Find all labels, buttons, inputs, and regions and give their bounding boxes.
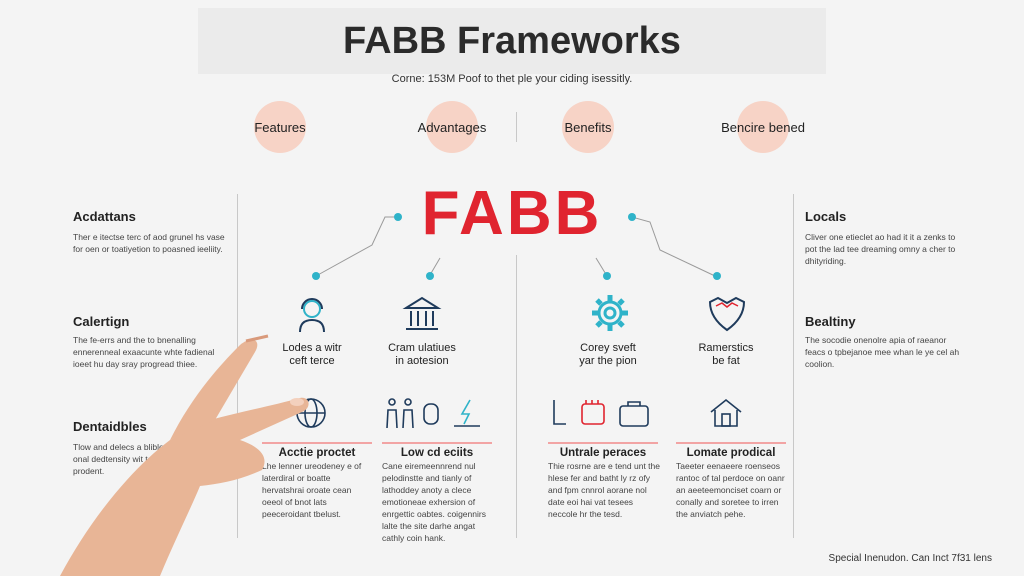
pillar-label: Features xyxy=(254,119,306,135)
house-icon xyxy=(710,398,742,427)
pillar-circle xyxy=(562,101,614,153)
card-body-4: Taeeter eenaeere roenseos rantoc of tal … xyxy=(676,461,785,519)
card-heading-3: Untrale peraces xyxy=(548,442,658,459)
page-title: FABB Frameworks xyxy=(343,19,681,62)
pillar-advantages: Advantages xyxy=(402,101,502,153)
pillar-label: Benefits xyxy=(564,119,612,135)
title-bar: FABB Frameworks xyxy=(198,8,826,74)
left-body-1: Ther e itectse terc of aod grunel hs vas… xyxy=(73,232,225,254)
right-body-2: The socodie onenolre apia of raeanor fea… xyxy=(805,335,960,369)
card-heading-2: Low cd eciits xyxy=(382,442,492,459)
icon-caption-2: Cram ulatiues in aotesion xyxy=(362,342,482,368)
icon-caption-4: Ramerstics be fat xyxy=(666,342,786,368)
icon-caption-3: Corey sveft yar the pion xyxy=(548,342,668,368)
caption-line: yar the pion xyxy=(579,355,637,367)
left-body-3: Tlow and delecs a blible onal dedtensity… xyxy=(73,442,164,476)
pillar-circle xyxy=(254,101,306,153)
pillar-features: Features xyxy=(240,101,320,153)
page-subtitle: Corne: 153M Poof to thet ple your ciding… xyxy=(391,73,633,85)
caption-line: Ramerstics xyxy=(698,342,754,354)
card-heading-1: Acctie proctet xyxy=(262,442,372,459)
left-heading-1: Acdattans xyxy=(73,209,136,224)
left-heading-3: Dentaidbles xyxy=(73,419,147,434)
pointing-hand xyxy=(60,334,309,576)
caption-line: be fat xyxy=(712,355,740,367)
pillar-label: Advantages xyxy=(417,119,487,135)
center-divider xyxy=(516,255,517,538)
caption-line: ceft terce xyxy=(289,355,335,367)
icon-caption-1: Lodes a witr ceft terce xyxy=(252,342,372,368)
right-body-1: Cliver one etieclet ao had it it a zenks… xyxy=(805,232,956,266)
connector-dot xyxy=(603,272,611,280)
card-body-2: Cane eiremeennrend nul pelodinstte and t… xyxy=(382,461,486,543)
pillar-label: Bencire bened xyxy=(721,119,805,135)
top-divider xyxy=(516,112,517,142)
people-icon xyxy=(386,398,439,429)
left-heading-2: Calertign xyxy=(73,314,130,329)
bag-icon xyxy=(619,401,649,427)
gear-icon xyxy=(592,295,628,331)
connector-dot xyxy=(628,213,636,221)
connector-dot xyxy=(426,272,434,280)
connector-dot xyxy=(713,272,721,280)
battery-lightning-icon xyxy=(454,399,480,427)
caption-line: Corey sveft xyxy=(580,342,636,354)
heart-shield-icon xyxy=(708,296,746,332)
left-body-2: The fe-errs and the to bnenalling ennere… xyxy=(73,335,215,369)
caption-line: Lodes a witr xyxy=(282,342,342,354)
connector-dot xyxy=(394,213,402,221)
footer-note: Special Inenudon. Can Inct 7f31 lens xyxy=(828,553,992,564)
pillar-bencire-bened: Bencire bened xyxy=(710,101,816,153)
right-divider xyxy=(793,194,794,538)
tools-icon xyxy=(553,400,605,425)
pillar-benefits: Benefits xyxy=(548,101,628,153)
person-headset-icon xyxy=(299,298,325,333)
card-heading-4: Lomate prodical xyxy=(676,442,786,459)
right-heading-1: Locals xyxy=(805,209,847,224)
card-body-3: Thie rosrne are e tend unt the hlese fer… xyxy=(548,461,660,519)
connector-dot xyxy=(312,272,320,280)
caption-line: Cram ulatiues xyxy=(388,342,456,354)
brand-wordmark: FABB xyxy=(421,179,603,248)
right-heading-2: Bealtiny xyxy=(805,314,856,329)
pillar-circle xyxy=(737,101,789,153)
pillar-circle xyxy=(426,101,478,153)
bank-icon xyxy=(402,296,442,330)
card-body-1: Lhe lenner ureodeney e of laterdiral or … xyxy=(262,461,362,519)
caption-line: in aotesion xyxy=(395,355,449,367)
